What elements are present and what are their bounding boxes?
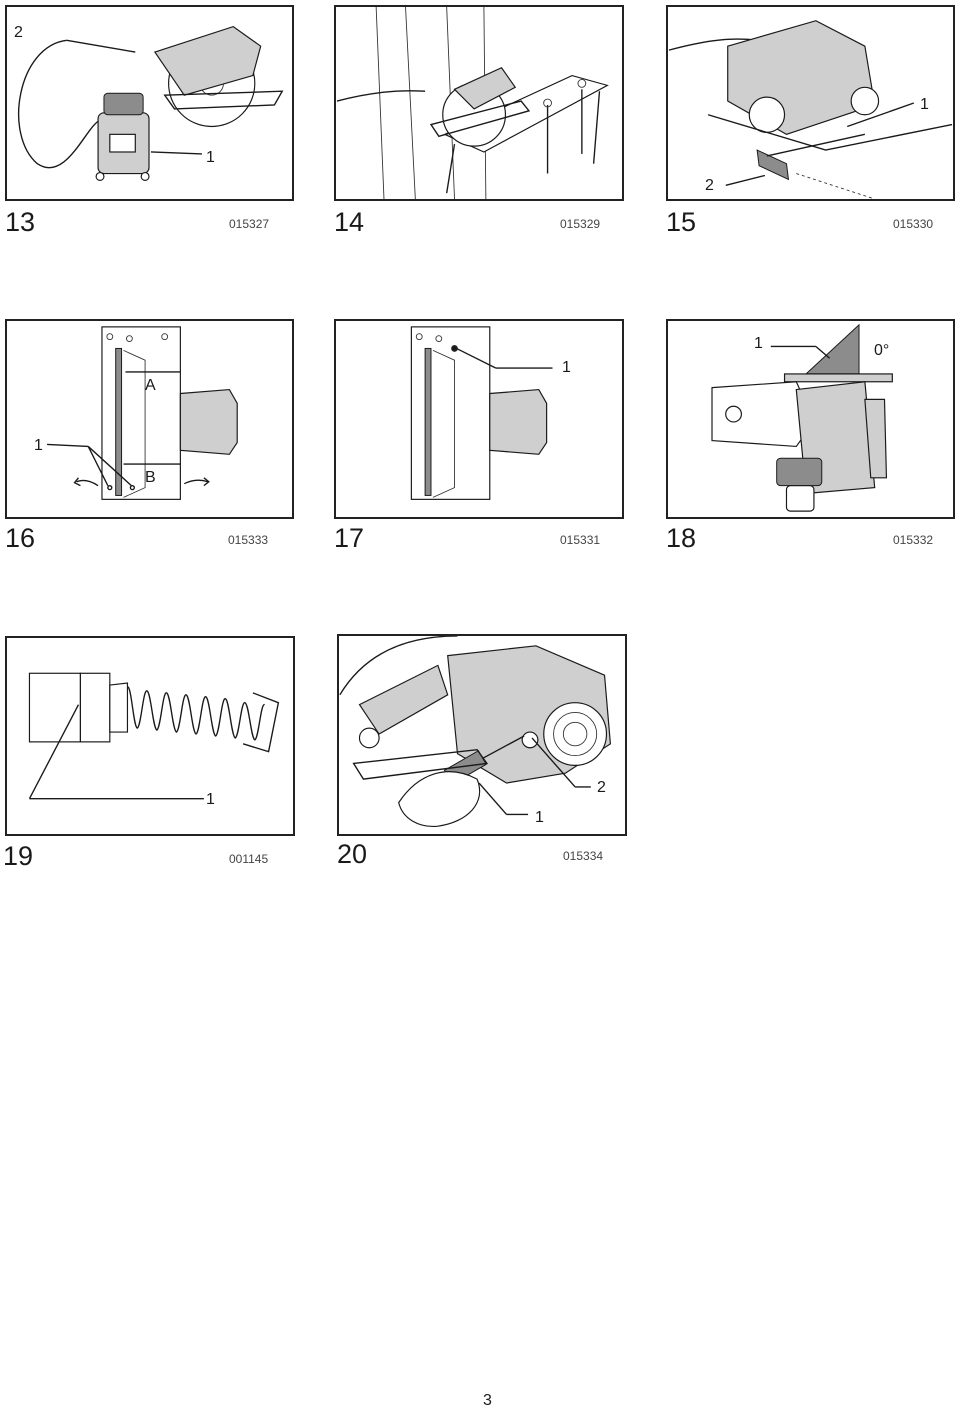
fig13-callout-2: 2 — [14, 24, 23, 41]
page-number: 3 — [483, 1392, 492, 1409]
figure-13-number: 13 — [5, 207, 36, 237]
carbon-brush-limit-mark-drawing — [28, 672, 280, 800]
figure-16-number: 16 — [5, 523, 36, 553]
figure-20-number: 20 — [337, 839, 368, 869]
bevel-angle-square-drawing — [711, 323, 893, 512]
base-plate-alignment-drawing — [47, 326, 238, 500]
figure-16-code: 015333 — [228, 533, 269, 547]
fig15-callout-2: 2 — [705, 177, 714, 194]
vacuum-cleaner-connected-saw-drawing — [17, 25, 284, 181]
fig19-callout-1: 1 — [206, 791, 215, 808]
fig16-callout-B: B — [145, 469, 156, 486]
figure-17-illustration — [334, 319, 624, 519]
figure-20-code: 015334 — [563, 849, 604, 863]
fig16-callout-A: A — [145, 377, 156, 394]
figure-20-illustration — [337, 634, 627, 836]
figure-19-illustration — [5, 636, 295, 836]
figure-15-code: 015330 — [893, 217, 934, 231]
figure-13-illustration — [5, 5, 294, 201]
base-plate-adjusting-screw-drawing — [410, 326, 553, 500]
fig15-callout-1: 1 — [920, 96, 929, 113]
figure-18-code: 015332 — [893, 533, 934, 547]
saw-with-rip-fence-drawing — [668, 20, 953, 199]
fig13-callout-1: 1 — [206, 149, 215, 166]
figure-17-code: 015331 — [560, 533, 601, 547]
figure-19-number: 19 — [3, 841, 34, 871]
fig18-callout-1: 1 — [754, 335, 763, 352]
figure-15-illustration — [666, 5, 955, 201]
figure-17-number: 17 — [334, 523, 365, 553]
figure-14-code: 015329 — [560, 217, 601, 231]
fig20-callout-1: 1 — [535, 809, 544, 826]
figure-14-illustration — [334, 5, 624, 201]
spring-coils — [126, 686, 266, 741]
brush-holder-cap-removal-drawing — [339, 636, 612, 827]
figure-13-code: 015327 — [229, 217, 270, 231]
figure-16-illustration — [5, 319, 294, 519]
fig16-callout-1: 1 — [34, 437, 43, 454]
figure-18-illustration — [666, 319, 955, 519]
figure-15-number: 15 — [666, 207, 697, 237]
figure-19-code: 001145 — [229, 852, 269, 866]
fig17-callout-1: 1 — [562, 359, 571, 376]
figure-14-number: 14 — [334, 207, 365, 237]
figure-18-number: 18 — [666, 523, 697, 553]
saw-on-clamped-workpiece-drawing — [336, 7, 609, 199]
fig20-callout-2: 2 — [597, 779, 606, 796]
fig18-callout-zero-degree: 0° — [874, 342, 890, 359]
